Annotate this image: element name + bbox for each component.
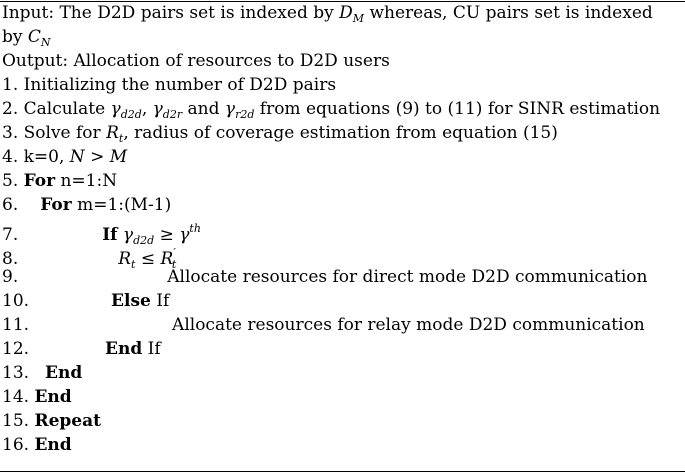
step-8: 8.Rt ≤ R′t [2, 242, 176, 276]
math-sub-t: t [131, 258, 136, 271]
step-11-text: Allocate resources for relay mode D2D co… [172, 315, 645, 335]
step-16: 16. End [2, 434, 72, 456]
step-3-tail: , radius of coverage estimation from equ… [123, 123, 558, 143]
input-text-mid: whereas, CU pairs set is indexed [364, 3, 653, 23]
step-10-num: 10. [2, 291, 30, 311]
prime: ′ [173, 246, 176, 259]
step-12: 12. End If [2, 338, 161, 360]
step-15-num: 15. [2, 411, 35, 431]
step-4-lead: 4. k=0, [2, 147, 70, 167]
step-6-num: 6. [2, 195, 19, 215]
math-sub-m: M [352, 12, 365, 25]
keyword-repeat: Repeat [34, 411, 101, 431]
step-9: 9. Allocate resources for direct mode D2D… [2, 266, 647, 288]
keyword-end: End [45, 363, 83, 383]
step-13-num: 13. [2, 363, 30, 383]
bottom-rule [0, 471, 685, 472]
gamma-2: γ [152, 99, 163, 119]
math-d: D [339, 3, 353, 23]
keyword-else: Else [111, 291, 151, 311]
step-11: 11. Allocate resources for relay mode D2D… [2, 314, 645, 336]
step-5-num: 5. [2, 171, 24, 191]
step-10: 10. Else If [2, 290, 169, 312]
step-16-num: 16. [2, 435, 35, 455]
keyword-end: End [34, 435, 72, 455]
keyword-for: For [40, 195, 72, 215]
keyword-end: End [34, 387, 72, 407]
input-line-2: by CN [2, 26, 51, 54]
step-2-lead: 2. Calculate [2, 99, 111, 119]
output-line: Output: Allocation of resources to D2D u… [2, 50, 390, 72]
step-3: 3. Solve for Rt, radius of coverage esti… [2, 122, 558, 150]
math-r: R [118, 249, 132, 269]
step-14-num: 14. [2, 387, 35, 407]
keyword-if: If [102, 225, 118, 245]
step-11-num: 11. [2, 315, 30, 335]
and-text: and [182, 99, 225, 119]
keyword-end: End [105, 339, 143, 359]
step-2: 2. Calculate γd2d, γd2r and γr2d from eq… [2, 98, 660, 126]
gamma-1: γ [110, 99, 121, 119]
step-12-rest: If [142, 339, 161, 359]
gamma-3: γ [224, 99, 236, 119]
le-sign: ≤ [135, 249, 161, 269]
step-4: 4. k=0, N > M [2, 146, 127, 168]
input-line-1: Input: The D2D pairs set is indexed by D… [2, 2, 653, 30]
math-sub-t2: t [171, 258, 177, 271]
step-6-rest: m=1:(M-1) [71, 195, 172, 215]
step-2-tail: from equations (9) to (11) for SINR esti… [254, 99, 661, 119]
math-sub-t: t [118, 132, 124, 145]
output-text: Output: Allocation of resources to D2D u… [2, 51, 390, 71]
math-c: C [27, 27, 41, 47]
step-15: 15. Repeat [2, 410, 101, 432]
gamma-sub-d2r: d2r [162, 108, 183, 121]
math-r: R [106, 123, 119, 143]
ge-sign: ≥ [154, 225, 180, 245]
comma: , [141, 99, 153, 119]
step-9-num: 9. [2, 267, 19, 287]
step-1-text: 1. Initializing the number of D2D pairs [2, 75, 337, 95]
step-7: 7.If γd2d ≥ γth [2, 218, 201, 252]
input-text-2: by [2, 27, 28, 47]
step-5-rest: n=1:N [55, 171, 118, 191]
keyword-for: For [23, 171, 56, 191]
step-14: 14. End [2, 386, 72, 408]
step-9-text: Allocate resources for direct mode D2D c… [167, 267, 648, 287]
math-n-gt-m: N > M [69, 147, 128, 167]
step-12-num: 12. [2, 339, 30, 359]
step-8-num: 8. [2, 249, 19, 269]
math-sub-n: N [40, 36, 51, 49]
gamma-sub-d2d: d2d [133, 234, 155, 247]
gamma-sub-d2d: d2d [120, 108, 142, 121]
gamma-th: γ [179, 225, 190, 245]
step-7-num: 7. [2, 225, 19, 245]
step-3-lead: 3. Solve for [2, 123, 107, 143]
step-1: 1. Initializing the number of D2D pairs [2, 74, 336, 96]
step-13: 13. End [2, 362, 82, 384]
step-5: 5. For n=1:N [2, 170, 117, 192]
gamma: γ [122, 225, 134, 245]
top-rule [0, 1, 685, 2]
math-r-prime: R [160, 249, 174, 269]
step-6: 6. For m=1:(M-1) [2, 194, 171, 216]
step-10-rest: If [150, 291, 170, 311]
input-text: Input: The D2D pairs set is indexed by [2, 3, 340, 23]
gamma-sub-r2d: r2d [235, 108, 255, 121]
gamma-sup-th: th [189, 222, 201, 235]
